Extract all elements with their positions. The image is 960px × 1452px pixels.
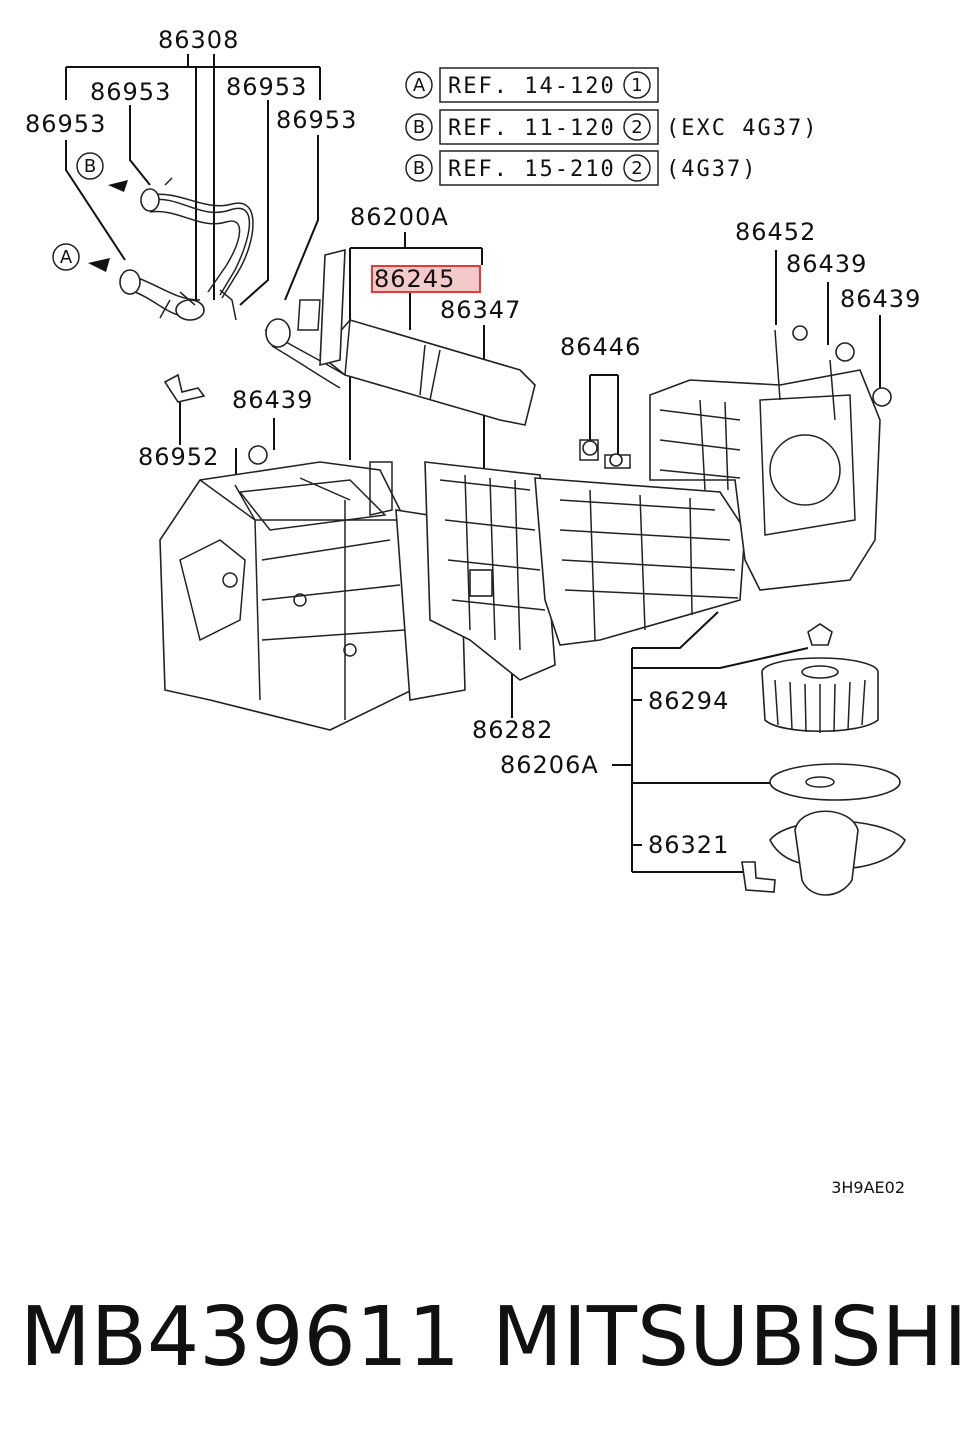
callout-86308: 86308 — [158, 26, 239, 54]
heater-hoses — [88, 177, 346, 389]
reference-row-2-text: REF. 11-120 — [448, 116, 616, 141]
reference-table: A REF. 14-120 1 B REF. 11-120 2 (EXC 4G3… — [405, 67, 818, 186]
callout-86446: 86446 — [560, 333, 641, 361]
reference-row-1: A REF. 14-120 1 — [405, 67, 659, 103]
callout-86439-a: 86439 — [786, 250, 867, 278]
reference-row-3-num: 2 — [631, 158, 642, 179]
callout-86439-c: 86439 — [232, 386, 313, 414]
reference-row-2-note: (EXC 4G37) — [666, 116, 818, 141]
clip-86952 — [163, 373, 206, 403]
footer-brand: MITSUBISHI — [492, 1290, 960, 1385]
reference-row-3-text: REF. 15-210 — [448, 157, 616, 182]
reference-row-3-letter: B — [413, 158, 425, 179]
reference-row-2: B REF. 11-120 2 (EXC 4G37) — [405, 109, 818, 145]
callout-86321: 86321 — [648, 831, 729, 859]
arrow-a-marker: A — [52, 243, 80, 271]
blower-fan — [761, 623, 879, 733]
reference-row-3: B REF. 15-210 2 (4G37) — [405, 150, 757, 186]
callout-86953-b: 86953 — [226, 73, 307, 101]
callout-86439-b: 86439 — [840, 285, 921, 313]
heater-core — [297, 248, 536, 426]
arrow-b-letter: B — [84, 156, 96, 177]
arrow-b-marker: B — [76, 152, 104, 180]
callout-86282: 86282 — [472, 716, 553, 744]
callout-86952: 86952 — [138, 443, 219, 471]
reference-row-1-letter: A — [413, 75, 426, 96]
blower-case — [582, 325, 892, 591]
reference-row-3-note: (4G37) — [666, 157, 757, 182]
air-duct — [534, 439, 746, 646]
callout-86294: 86294 — [648, 687, 729, 715]
diagram-code: 3H9AE02 — [831, 1178, 905, 1197]
part-highlight-box — [371, 265, 481, 293]
reference-row-1-text: REF. 14-120 — [448, 74, 616, 99]
reference-row-2-num: 2 — [631, 117, 642, 138]
callout-86347: 86347 — [440, 296, 521, 324]
callout-86452: 86452 — [735, 218, 816, 246]
callout-86953-c: 86953 — [25, 110, 106, 138]
blower-motor — [741, 763, 906, 896]
callout-86200A: 86200A — [350, 203, 449, 231]
arrow-a-letter: A — [60, 247, 73, 268]
reference-row-2-letter: B — [413, 117, 425, 138]
callout-86953-a: 86953 — [90, 78, 171, 106]
callout-86953-d: 86953 — [276, 106, 357, 134]
evaporator-cover — [424, 461, 556, 681]
callout-86245: 86245 — [374, 265, 455, 293]
callout-labels: 86308 86953 86953 86953 86953 86200A 862… — [25, 26, 921, 859]
heater-unit-housing — [159, 445, 466, 731]
callout-86206A: 86206A — [500, 751, 599, 779]
footer-part-number: MB439611 — [20, 1290, 460, 1385]
reference-row-1-num: 1 — [631, 75, 642, 96]
